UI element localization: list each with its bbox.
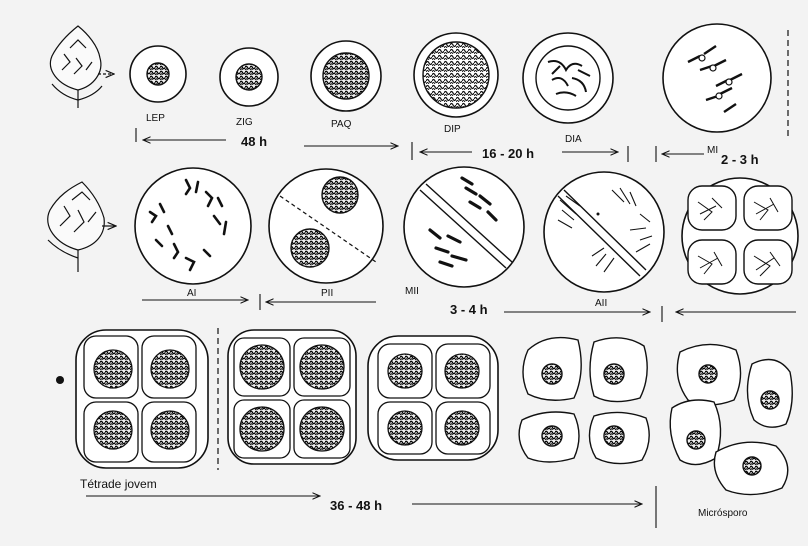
duration-48h: 48 h [241,134,267,149]
duration-2-3h: 2 - 3 h [721,152,759,167]
label-tetrade-jovem: Tétrade jovem [80,477,157,491]
flower-bud-icon [50,26,114,108]
duration-16-20h: 16 - 20 h [482,146,534,161]
diplotene-cell [414,33,498,117]
label-dip: DIP [444,124,461,135]
anaphase-ii-cell [544,172,664,292]
tetrad-cell [682,178,798,294]
flower-bud-icon [48,182,116,272]
label-aii: AII [595,298,607,309]
anaphase-i-cell [135,168,251,284]
prophase-ii-cell [269,169,383,283]
label-microsporo: Micrósporo [698,508,748,519]
metaphase-ii-cell [404,167,524,287]
tetrad-cell-3 [368,336,498,460]
label-paq: PAQ [331,119,352,130]
zygotene-cell [220,48,278,106]
free-microspores [670,344,792,494]
label-pii: PII [321,288,333,299]
duration-arrows-row1 [136,128,704,162]
duration-3-4h: 3 - 4 h [450,302,488,317]
metaphase-i-cell [663,24,771,132]
ink-spot [56,376,64,384]
leptotene-cell [130,46,186,102]
label-mi: MI [707,145,718,156]
separating-microspores [519,338,649,464]
label-lep: LEP [146,113,165,124]
label-dia: DIA [565,134,582,145]
label-ai: AI [187,288,196,299]
duration-36-48h: 36 - 48 h [330,498,382,513]
young-tetrad-cell [76,330,208,468]
label-zig: ZIG [236,117,253,128]
pachytene-cell [311,41,381,111]
tetrad-cell-2 [228,330,356,464]
label-mii: MII [405,286,419,297]
diakinesis-cell [523,33,613,123]
